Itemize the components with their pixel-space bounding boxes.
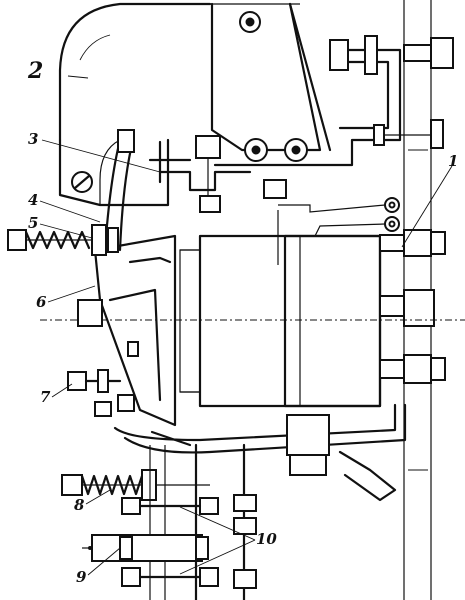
lower-cylinder xyxy=(82,534,209,562)
callout-10: 10 xyxy=(256,530,277,548)
ring-lug-upper xyxy=(384,197,400,213)
callout-3: 3 xyxy=(28,130,38,148)
lower-plate xyxy=(149,443,257,600)
leader-lines xyxy=(39,75,453,576)
callout-4: 4 xyxy=(28,191,38,209)
contact-block xyxy=(77,234,177,427)
lower-spring xyxy=(61,469,210,501)
arc-chute-housing xyxy=(58,2,212,207)
bracket-screw-right xyxy=(284,138,308,162)
bracket-screw-left xyxy=(244,138,268,162)
upper-bracket xyxy=(210,2,332,162)
callout-8: 8 xyxy=(74,496,85,514)
upper-spring xyxy=(7,224,119,256)
callout-6: 6 xyxy=(36,293,47,311)
bracket-screw-top xyxy=(239,11,261,33)
coil-leads xyxy=(277,197,400,265)
coil xyxy=(179,229,446,408)
adjusting-bolt xyxy=(67,369,122,393)
ring-lug-lower xyxy=(384,216,400,232)
armature-shunt xyxy=(113,403,407,502)
callout-5: 5 xyxy=(28,214,38,232)
lower-linkage-bolts xyxy=(121,497,219,587)
callout-7: 7 xyxy=(40,388,51,406)
contact-arm xyxy=(148,135,287,213)
callout-1: 1 xyxy=(448,152,458,170)
callout-2: 2 xyxy=(27,58,43,84)
callout-9: 9 xyxy=(76,568,87,586)
reference-dot xyxy=(88,546,92,550)
top-busbar xyxy=(213,35,454,167)
